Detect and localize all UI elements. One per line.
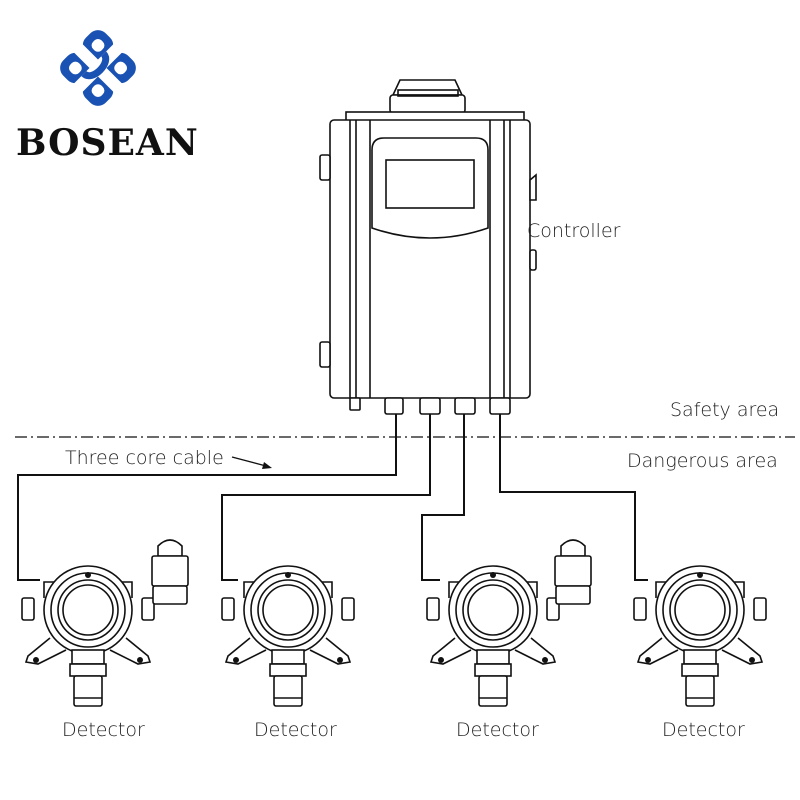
- dangerous-area-label: Dangerous area: [627, 450, 778, 472]
- safety-area-label: Safety area: [670, 399, 780, 421]
- alarm-1-icon: [151, 539, 189, 605]
- controller-label: Controller: [527, 220, 621, 242]
- detector-4-icon: [633, 565, 767, 707]
- detector-2-icon: [221, 565, 355, 707]
- detector-2-label: Detector: [254, 719, 337, 741]
- cable-label: Three core cable: [65, 447, 224, 469]
- detector-3-icon: [426, 565, 560, 707]
- cable-lines: [17, 414, 648, 581]
- bosean-logo-icon: [60, 30, 136, 106]
- detector-3-label: Detector: [456, 719, 539, 741]
- brand-name: BOSEAN: [16, 122, 199, 164]
- detector-1-icon: [21, 565, 155, 707]
- detector-4-label: Detector: [662, 719, 745, 741]
- cable-pointer-arrow: [231, 456, 272, 469]
- controller-icon: [319, 79, 537, 415]
- detector-1-label: Detector: [62, 719, 145, 741]
- alarm-2-icon: [554, 539, 592, 605]
